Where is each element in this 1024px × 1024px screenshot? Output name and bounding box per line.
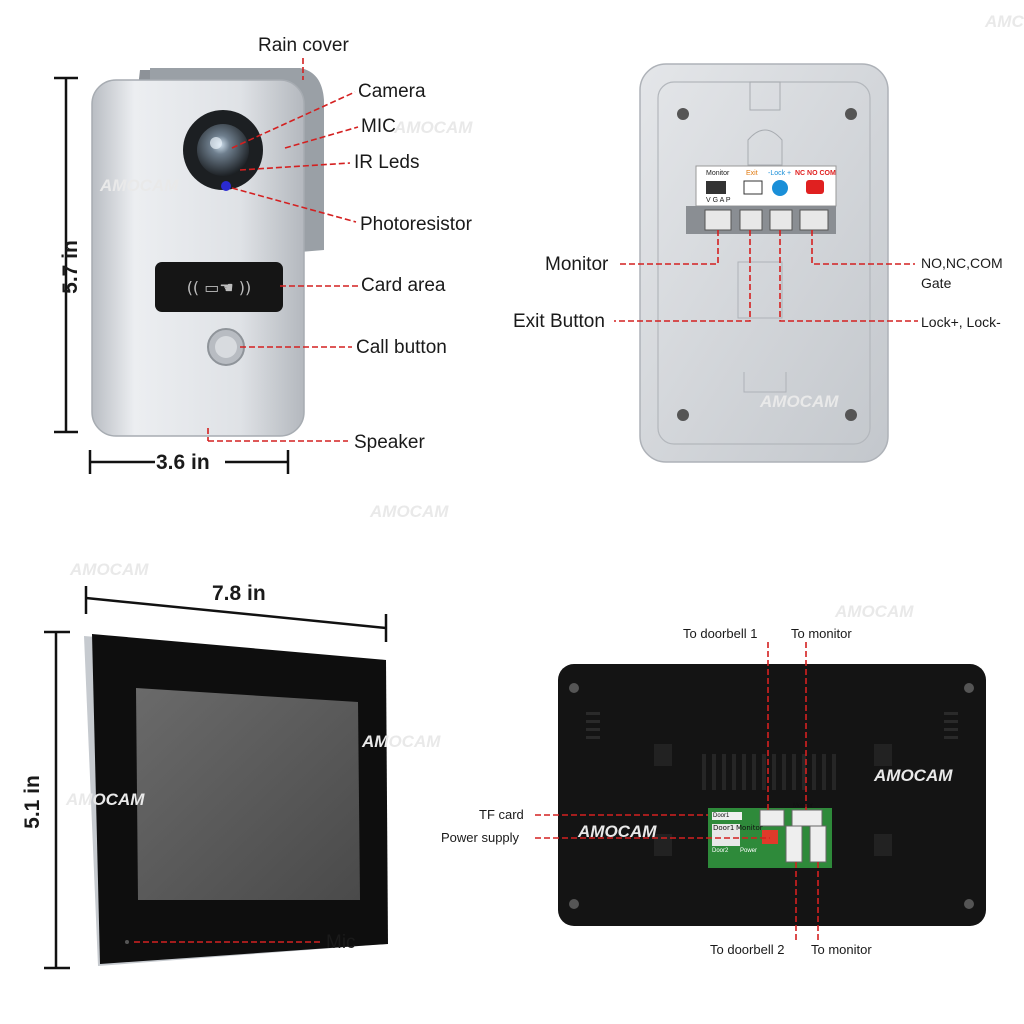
watermark-text: AMOCAM [394, 118, 473, 137]
svg-text:(( ▭☚ )): (( ▭☚ )) [187, 278, 252, 297]
label-power-supply: Power supply [441, 830, 520, 845]
watermark-text: AMOCAM [100, 176, 179, 195]
terminal-label-lock: -Lock + [768, 170, 792, 177]
doorbell-front-drawing: (( ▭☚ )) [91, 68, 324, 437]
label-card-area: Card area [361, 275, 446, 296]
watermark-text: AMOCAM [362, 732, 441, 751]
watermark-text: AMOCAM [874, 766, 953, 785]
label-photoresistor: Photoresistor [360, 214, 472, 235]
watermark-text: AMOCAM [760, 392, 839, 411]
label-camera: Camera [358, 81, 426, 102]
doorbell-back-drawing [639, 63, 889, 463]
terminal-label-vgap: V G A P [706, 197, 731, 204]
label-rain-cover: Rain cover [258, 35, 349, 56]
label-lock: Lock+, Lock- [921, 314, 1001, 330]
svg-text:Monitor: Monitor [736, 824, 763, 832]
terminal-label-exit: Exit [746, 170, 758, 177]
label-gate: Gate [921, 275, 952, 291]
label-monitor-terminal: Monitor [545, 254, 609, 275]
label-exit-button: Exit Button [513, 311, 605, 332]
label-to-monitor-bottom: To monitor [811, 942, 872, 957]
monitor-back-leaders [535, 642, 819, 940]
terminal-label-monitor: Monitor [706, 170, 730, 177]
dimension-width-doorbell: 3.6 in [156, 451, 210, 474]
watermark-text: AMOCAM [370, 502, 449, 521]
label-mic-monitor: Mic [326, 932, 356, 953]
dimension-lines-doorbell [54, 76, 290, 474]
monitor-front-drawing [84, 634, 388, 966]
board-label-door2: Door2 [712, 848, 729, 854]
label-no-nc-com: NO,NC,COM [921, 255, 1003, 271]
watermark-text: AMOCAM [835, 602, 914, 621]
dimension-height-doorbell: 5.7 in [58, 240, 82, 294]
label-call-button: Call button [356, 337, 447, 358]
dimension-height-monitor: 5.1 in [20, 775, 44, 829]
doorbell-front-leaders [207, 58, 359, 442]
watermark-text: AMOCAM [66, 790, 145, 809]
svg-text:Door1: Door1 [713, 824, 734, 832]
watermark-text: AMOCAM [578, 822, 657, 841]
watermark-text: AMC [985, 12, 1024, 31]
label-to-monitor-top: To monitor [791, 626, 852, 641]
label-to-doorbell-1: To doorbell 1 [683, 626, 758, 641]
dimension-width-monitor: 7.8 in [212, 582, 266, 605]
label-ir-leds: IR Leds [354, 152, 420, 173]
board-label-monitor: Monitor [793, 803, 814, 809]
label-mic: MIC [361, 116, 396, 137]
watermark-text: AMOCAM [70, 560, 149, 579]
doorbell-back-leaders [614, 230, 918, 322]
monitor-back-drawing: Door1 Monitor [558, 664, 986, 926]
dimension-lines-monitor [44, 586, 388, 970]
board-label-door1: Door1 [713, 813, 730, 819]
board-label-power: Power [740, 848, 758, 854]
label-to-doorbell-2: To doorbell 2 [710, 942, 785, 957]
label-speaker: Speaker [354, 432, 425, 453]
label-tf-card: TF card [479, 807, 524, 822]
terminal-label-nc-no-com: NC NO COM [795, 170, 836, 177]
